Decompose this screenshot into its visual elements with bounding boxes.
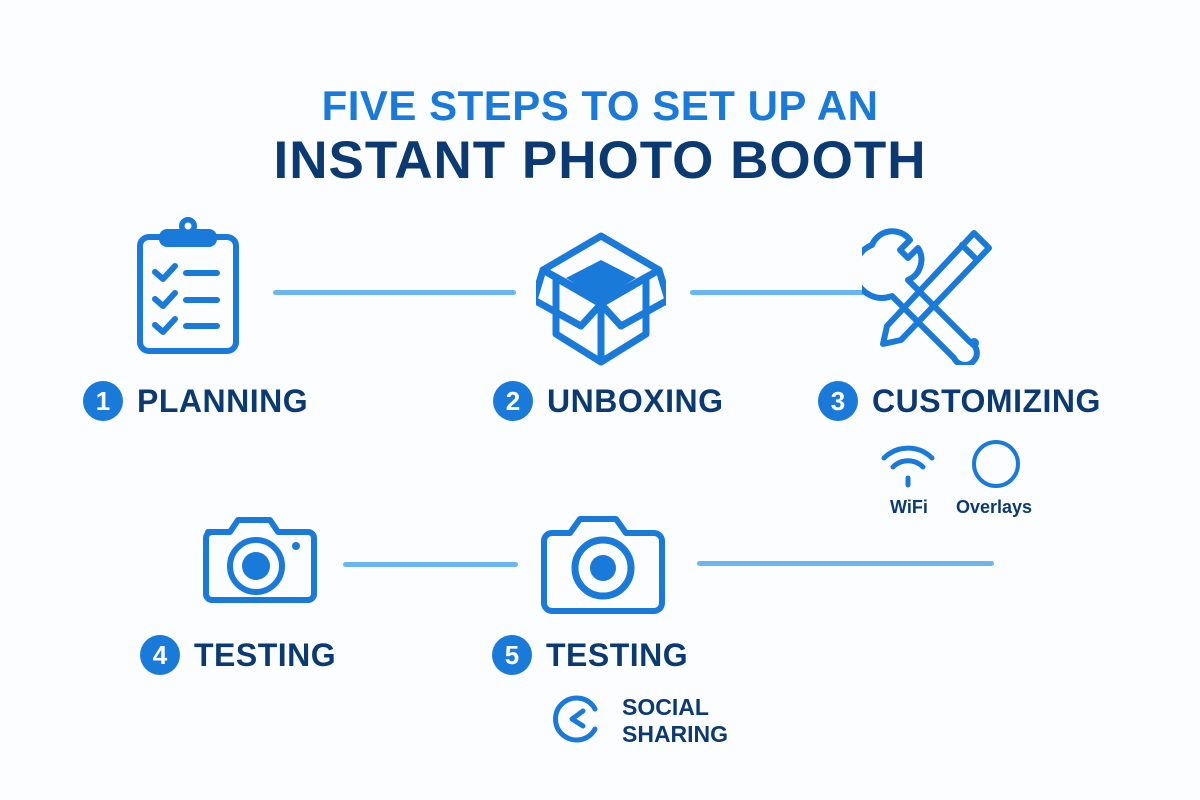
step-3: 3 CUSTOMIZING	[818, 381, 1101, 421]
connector-line	[273, 290, 516, 295]
camera-icon	[203, 517, 317, 603]
step-number-badge: 1	[83, 381, 123, 421]
step-1: 1 PLANNING	[83, 381, 308, 421]
step-4: 4 TESTING	[140, 635, 336, 675]
step-2: 2 UNBOXING	[493, 381, 723, 421]
open-box-icon	[536, 232, 666, 366]
step-number-badge: 3	[818, 381, 858, 421]
overlays-label: Overlays	[956, 497, 1033, 517]
wifi-icon	[881, 445, 935, 488]
step-number-badge: 5	[492, 635, 532, 675]
camera-icon	[541, 516, 665, 614]
step-number-badge: 2	[493, 381, 533, 421]
circle-icon	[972, 440, 1020, 488]
title-line-2: INSTANT PHOTO BOOTH	[273, 131, 927, 190]
step-label: UNBOXING	[547, 382, 724, 419]
step-5: 5 TESTING	[492, 635, 688, 675]
connector-line	[697, 561, 994, 566]
wifi-label: WiFi	[890, 497, 928, 517]
step-label: CUSTOMIZING	[872, 382, 1101, 419]
social-label-line1: SOCIAL	[622, 694, 709, 720]
share-icon	[553, 695, 598, 743]
step-label: TESTING	[546, 636, 689, 673]
connector-line	[343, 562, 518, 567]
step-label: TESTING	[194, 636, 337, 673]
connector-line	[690, 290, 865, 295]
step-label: PLANNING	[137, 382, 309, 419]
clipboard-checklist-icon	[137, 217, 239, 354]
step-number-badge: 4	[140, 635, 180, 675]
title-line-1: FIVE STEPS TO SET UP AN	[321, 82, 879, 129]
social-label-line2: SHARING	[622, 721, 729, 747]
social-sharing-label: SOCIAL SHARING	[622, 694, 728, 748]
wrench-screwdriver-icon	[862, 228, 992, 365]
